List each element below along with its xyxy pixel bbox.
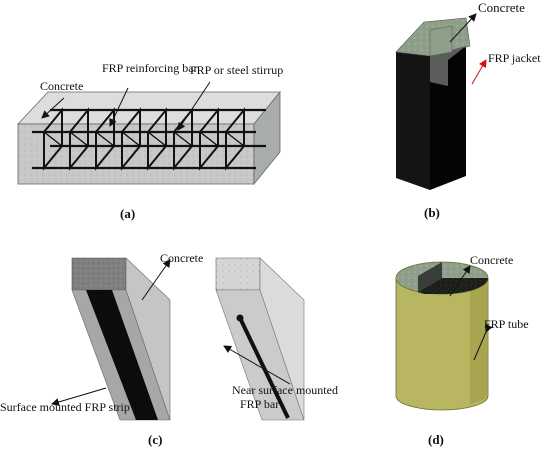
- arrow-a-stirrup: [177, 81, 211, 131]
- jacket-left-face: [396, 52, 430, 190]
- caption-a: (a): [120, 206, 135, 221]
- panel-b-column: [395, 17, 471, 190]
- label-a-stirrup: FRP or steel stirrup: [190, 63, 283, 77]
- arrow-c-concrete: [141, 259, 171, 301]
- panel-c-beam-right: [215, 257, 305, 421]
- arrow-a-concrete: [41, 97, 65, 119]
- label-c-nsm-line2: FRP bar: [240, 397, 279, 411]
- arrow-c-strip: [51, 387, 107, 406]
- tube-cutaway: [418, 278, 488, 294]
- arrow-d-tube: [473, 323, 493, 361]
- arrow-b-concrete: [449, 13, 477, 43]
- label-b-jacket: FRP jacket: [488, 51, 541, 65]
- panel-d-tube: [395, 261, 489, 411]
- panel-a-beam: [17, 90, 281, 186]
- frp-reinforcing-bars: [32, 108, 266, 170]
- label-a-frp-bar: FRP reinforcing bar: [102, 61, 198, 75]
- label-c-strip: Surface mounted FRP strip: [0, 400, 130, 414]
- arrow-b-jacket: [471, 59, 487, 85]
- label-d-tube: FRP tube: [484, 317, 529, 331]
- beam-top-face: [17, 91, 281, 125]
- panel-c-beam-left: [71, 257, 171, 421]
- beam-c2-top: [215, 257, 261, 291]
- frp-strip: [86, 290, 158, 420]
- beam-front-face: [17, 123, 255, 185]
- cutaway-notch: [430, 46, 466, 86]
- arrow-a-frp-bar: [109, 87, 129, 127]
- arrow-c-nsm: [223, 345, 291, 385]
- caption-b: (b): [424, 205, 440, 220]
- tube-shade: [470, 280, 488, 404]
- beam-c1-top: [71, 257, 127, 291]
- tube-body: [395, 277, 489, 411]
- arrow-d-concrete: [449, 265, 471, 297]
- label-b-concrete: Concrete: [478, 0, 525, 15]
- caption-d: (d): [428, 432, 444, 447]
- label-c-concrete: Concrete: [160, 251, 203, 265]
- label-d-concrete: Concrete: [470, 253, 513, 267]
- beam-side-face: [253, 90, 281, 186]
- nsm-bar: [238, 317, 290, 419]
- cutaway-inner: [429, 25, 453, 57]
- label-a-concrete: Concrete: [40, 79, 83, 93]
- beam-c2-face: [259, 257, 305, 421]
- nsm-bar-end: [236, 314, 244, 322]
- tube-cut-wall: [418, 262, 442, 292]
- label-c-nsm-line1: Near surface mounted: [232, 383, 338, 397]
- caption-c: (c): [148, 432, 162, 447]
- beam-c1-face: [125, 257, 171, 421]
